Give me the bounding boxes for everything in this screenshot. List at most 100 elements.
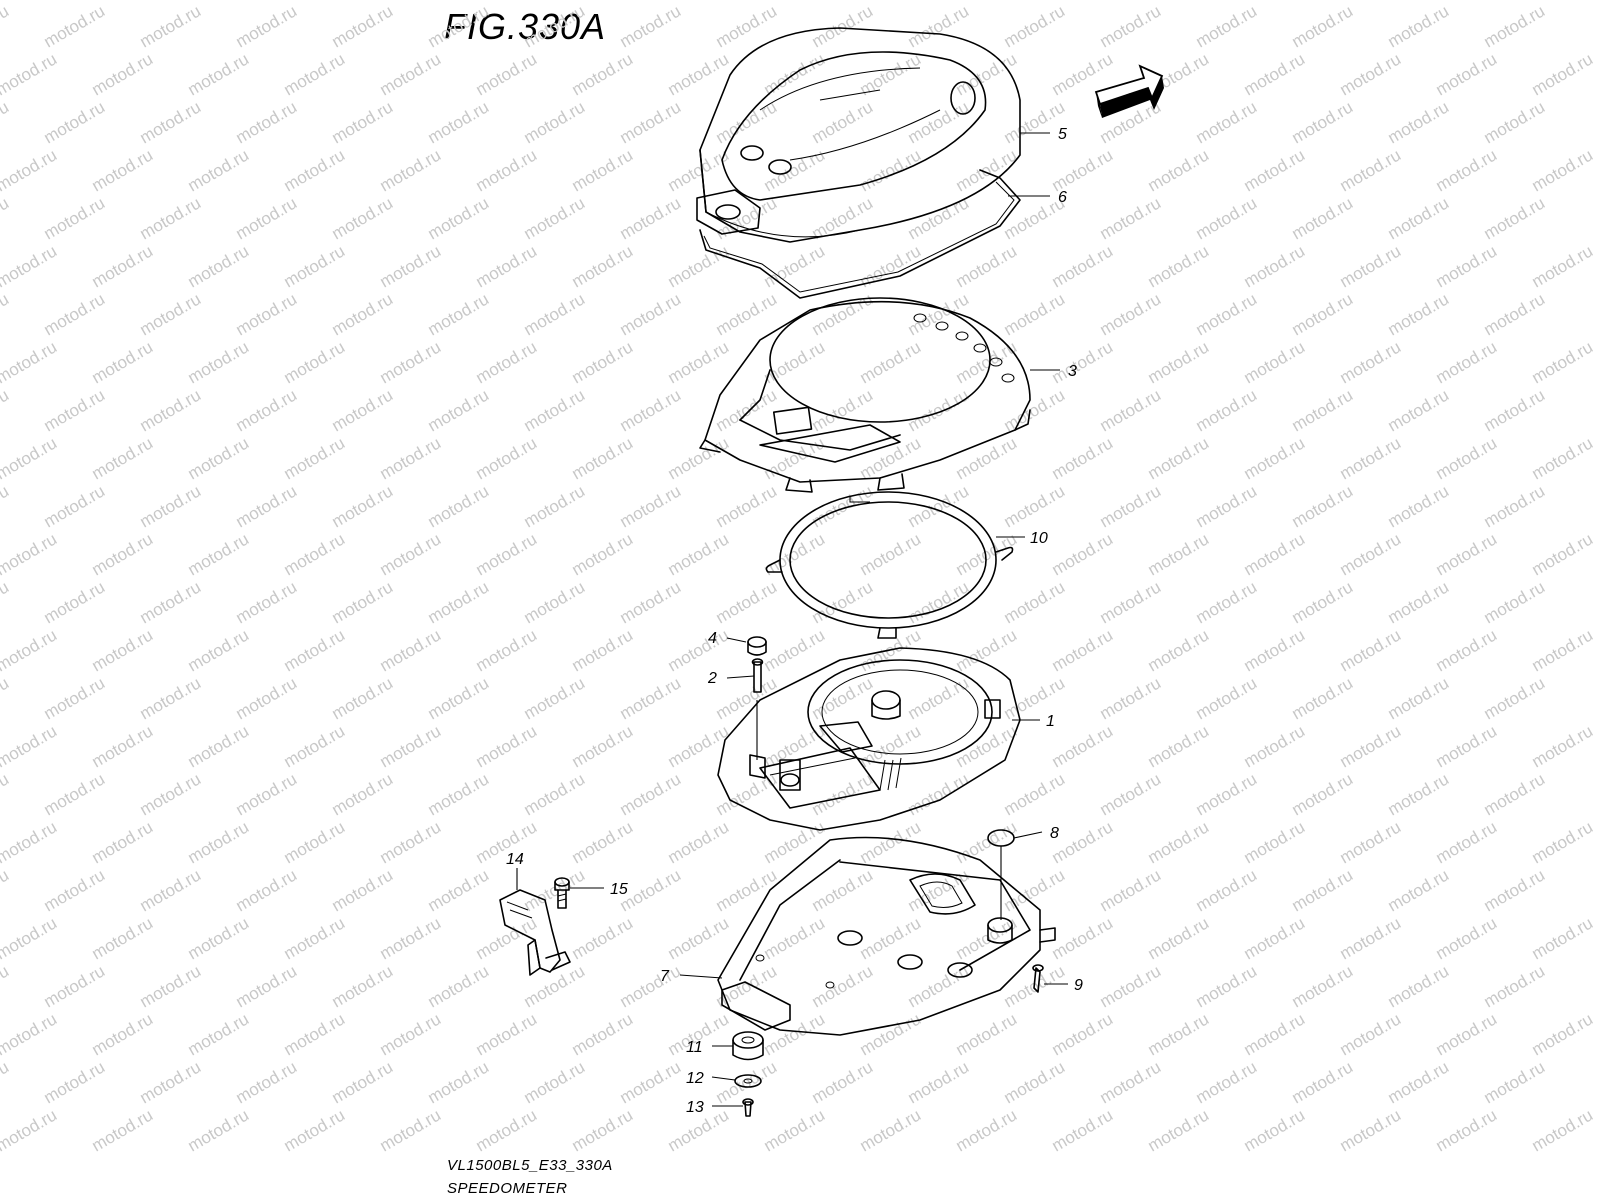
watermark-text: motod.ru [665, 145, 733, 195]
watermark-text: motod.ru [281, 1009, 349, 1059]
watermark-text: motod.ru [953, 817, 1021, 867]
watermark-text: motod.ru [1001, 1057, 1069, 1107]
watermark-text: motod.ru [1337, 433, 1405, 483]
watermark-text: motod.ru [617, 97, 685, 147]
watermark-text: motod.ru [1241, 49, 1309, 99]
watermark-text: motod.ru [0, 433, 60, 483]
watermark-text: motod.ru [1481, 385, 1549, 435]
watermark-text: motod.ru [1241, 433, 1309, 483]
watermark-text: motod.ru [1289, 961, 1357, 1011]
watermark-text: motod.ru [377, 433, 445, 483]
watermark-text: motod.ru [809, 961, 877, 1011]
watermark-text: motod.ru [569, 913, 637, 963]
watermark-text: motod.ru [1097, 481, 1165, 531]
watermark-text: motod.ru [377, 49, 445, 99]
watermark-text: motod.ru [665, 241, 733, 291]
watermark-text: motod.ru [425, 97, 493, 147]
watermark-text: motod.ru [1145, 433, 1213, 483]
part-10-ring [765, 491, 1014, 639]
watermark-text: motod.ru [857, 1105, 925, 1155]
watermark-text: motod.ru [569, 529, 637, 579]
watermark-text: motod.ru [857, 337, 925, 387]
watermark-text: motod.ru [137, 673, 205, 723]
watermark-text: motod.ru [1193, 673, 1261, 723]
part-6-gasket [699, 169, 1021, 299]
watermark-text: motod.ru [1193, 289, 1261, 339]
part-5-upper-case [696, 27, 1021, 243]
watermark-text: motod.ru [1001, 865, 1069, 915]
watermark-text: motod.ru [1433, 1009, 1501, 1059]
watermark-text: motod.ru [617, 1057, 685, 1107]
watermark-text: motod.ru [233, 1, 301, 51]
watermark-text: motod.ru [137, 289, 205, 339]
watermark-text: motod.ru [1337, 337, 1405, 387]
watermark-text: motod.ru [761, 1105, 829, 1155]
watermark-text: motod.ru [185, 241, 253, 291]
watermark-text: motod.ru [1049, 529, 1117, 579]
watermark-text: motod.ru [425, 481, 493, 531]
watermark-text: motod.ru [1529, 1009, 1597, 1059]
watermark-text: motod.ru [857, 529, 925, 579]
watermark-text: motod.ru [617, 673, 685, 723]
watermark-text: motod.ru [0, 769, 12, 819]
watermark-text: motod.ru [521, 481, 589, 531]
watermark-text: motod.ru [137, 865, 205, 915]
watermark-text: motod.ru [1289, 673, 1357, 723]
callout-11: 11 [686, 1039, 703, 1056]
watermark-text: motod.ru [137, 1, 205, 51]
watermark-text: motod.ru [1529, 529, 1597, 579]
watermark-text: motod.ru [1289, 769, 1357, 819]
watermark-text: motod.ru [329, 481, 397, 531]
watermark-text: motod.ru [1049, 1009, 1117, 1059]
watermark-text: motod.ru [1481, 1057, 1549, 1107]
watermark-text: motod.ru [569, 1105, 637, 1155]
watermark-text: motod.ru [1385, 1, 1453, 51]
watermark-text: motod.ru [89, 49, 157, 99]
watermark-text: motod.ru [473, 241, 541, 291]
watermark-text: motod.ru [1145, 529, 1213, 579]
watermark-text: motod.ru [0, 145, 60, 195]
watermark-text: motod.ru [1241, 529, 1309, 579]
callout-12: 12 [686, 1070, 704, 1087]
watermark-text: motod.ru [377, 529, 445, 579]
watermark-text: motod.ru [41, 385, 109, 435]
watermark-text: motod.ru [521, 289, 589, 339]
callout-2: 2 [707, 670, 717, 687]
watermark-text: motod.ru [617, 961, 685, 1011]
watermark-text: motod.ru [905, 1, 973, 51]
watermark-text: motod.ru [89, 625, 157, 675]
watermark-text: motod.ru [473, 1105, 541, 1155]
watermark-text: motod.ru [953, 1105, 1021, 1155]
watermark-text: motod.ru [185, 49, 253, 99]
figure-title: FIG.330A [444, 6, 607, 47]
watermark-text: motod.ru [1529, 817, 1597, 867]
watermark-text: motod.ru [137, 193, 205, 243]
watermark-text: motod.ru [0, 337, 60, 387]
watermark-text: motod.ru [0, 817, 60, 867]
watermark-text: motod.ru [1481, 97, 1549, 147]
watermark-text: motod.ru [1529, 145, 1597, 195]
watermark-text: motod.ru [0, 1009, 60, 1059]
watermark-text: motod.ru [857, 1009, 925, 1059]
watermark-text: motod.ru [1289, 289, 1357, 339]
part-11-cushion [732, 1031, 764, 1061]
watermark-text: motod.ru [473, 721, 541, 771]
watermark-text: motod.ru [41, 1057, 109, 1107]
watermark-text: motod.ru [1145, 1009, 1213, 1059]
watermark-text: motod.ru [185, 625, 253, 675]
watermark-text: motod.ru [1481, 673, 1549, 723]
watermark-text: motod.ru [521, 1057, 589, 1107]
watermark-text: motod.ru [1385, 193, 1453, 243]
watermark-text: motod.ru [329, 97, 397, 147]
watermark-text: motod.ru [1433, 625, 1501, 675]
watermark-text: motod.ru [89, 337, 157, 387]
watermark-text: motod.ru [665, 337, 733, 387]
watermark-text: motod.ru [713, 97, 781, 147]
watermark-text: motod.ru [665, 721, 733, 771]
watermark-text: motod.ru [617, 193, 685, 243]
watermark-text: motod.ru [809, 481, 877, 531]
watermark-text: motod.ru [425, 1, 493, 51]
watermark-text: motod.ru [0, 49, 60, 99]
callout-14: 14 [506, 851, 524, 868]
